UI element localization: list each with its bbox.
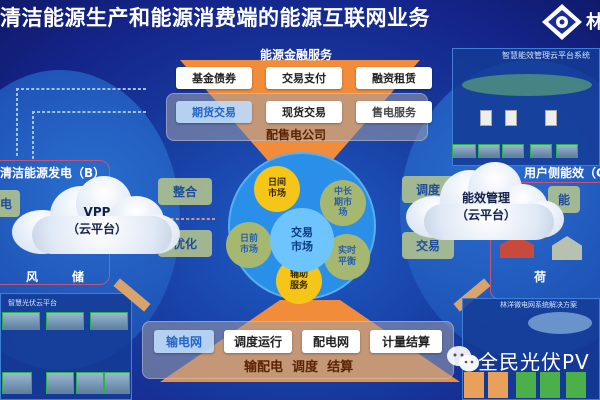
grid-operations-label: 输配电 调度 结算 (244, 360, 354, 375)
finance-item-leasing[interactable]: 融资租赁 (356, 67, 432, 89)
thumbnail (530, 144, 552, 158)
retail-item-futures[interactable]: 期货交易 (176, 101, 252, 123)
wechat-icon (447, 346, 479, 372)
company-logo-icon (542, 4, 582, 40)
tile (464, 372, 484, 398)
device-icon (545, 110, 557, 126)
tile (516, 372, 536, 398)
storage-caption: 储 (72, 270, 85, 284)
thumbnail (502, 144, 524, 158)
retail-item-spot[interactable]: 现货交易 (266, 101, 342, 123)
grid-item-distribution[interactable]: 配电网 (302, 330, 360, 353)
dashed-connector (32, 111, 34, 159)
thumbnail (478, 144, 500, 158)
device-icon (480, 110, 492, 126)
thumbnail (76, 372, 104, 394)
vpp-cloud-label: VPP （云平台） (66, 205, 127, 236)
thumbnail (2, 312, 40, 330)
efficiency-cloud[interactable]: 能效管理 （云平台） (406, 162, 566, 242)
tile (488, 372, 508, 398)
grid-item-metering[interactable]: 计量结算 (370, 330, 442, 353)
left-partial-chip[interactable]: 电 (0, 190, 21, 217)
thumbnail (2, 372, 32, 394)
integrate-chip[interactable]: 整合 (158, 178, 212, 205)
finance-items: 基金债券 交易支付 融资租赁 (176, 67, 432, 89)
retail-item-power-sales[interactable]: 售电服务 (356, 101, 432, 123)
house-icon (500, 236, 534, 258)
grid-items: 输电网 调度运行 配电网 计量结算 (154, 330, 442, 353)
tile (566, 372, 586, 398)
retail-company-label: 配售电公司 (266, 128, 327, 142)
thumbnail (46, 312, 84, 330)
grid-item-dispatch[interactable]: 调度运行 (224, 330, 292, 353)
watermark-text: 全民光伏PV (478, 350, 590, 374)
device-icon (505, 110, 517, 126)
microgrid-title: 林洋微电网系统解决方案 (500, 301, 577, 309)
system-cloud-graphic (462, 74, 592, 96)
finance-item-trade-payment[interactable]: 交易支付 (266, 67, 342, 89)
dashed-connector (32, 111, 146, 113)
thumbnail (90, 312, 128, 330)
right-partial-chip[interactable]: 能 (548, 186, 581, 213)
load-caption: 荷 (534, 270, 547, 284)
solar-platform-title: 智慧光伏云平台 (8, 299, 57, 307)
grid-item-transmission[interactable]: 输电网 (154, 330, 214, 353)
page-title: 清洁能源生产和能源消费端的能源互联网业务 (0, 6, 430, 30)
retail-items: 期货交易 现货交易 售电服务 (176, 101, 432, 123)
dashed-connector (16, 88, 18, 156)
efficiency-cloud-label: 能效管理 （云平台） (455, 191, 516, 222)
thumbnail (46, 372, 74, 394)
trading-market-center[interactable]: 交易 市场 (270, 208, 334, 272)
logo-partial-text: 林 (586, 12, 600, 33)
wind-caption: 风 (26, 270, 39, 284)
clean-energy-group-title: 清洁能源发电（B） (0, 166, 106, 180)
vpp-cloud[interactable]: VPP （云平台） (12, 176, 182, 256)
tile (540, 372, 560, 398)
market-petal-day-ahead[interactable]: 日前 市场 (226, 222, 272, 268)
dashed-connector (16, 88, 146, 90)
cloud-graphic (528, 312, 592, 334)
finance-section-title: 能源金融服务 (260, 48, 333, 62)
efficiency-system-title: 智慧能效管理云平台系统 (502, 51, 590, 60)
market-petal-long-term[interactable]: 中长 期市 场 (320, 180, 366, 226)
finance-item-fund-bond[interactable]: 基金债券 (176, 67, 252, 89)
thumbnail (452, 144, 476, 158)
market-petal-intraday[interactable]: 日间 市场 (254, 166, 300, 212)
thumbnail (556, 144, 578, 158)
thumbnail (104, 372, 130, 394)
user-efficiency-group-title: 用户侧能效（C） (524, 166, 600, 180)
